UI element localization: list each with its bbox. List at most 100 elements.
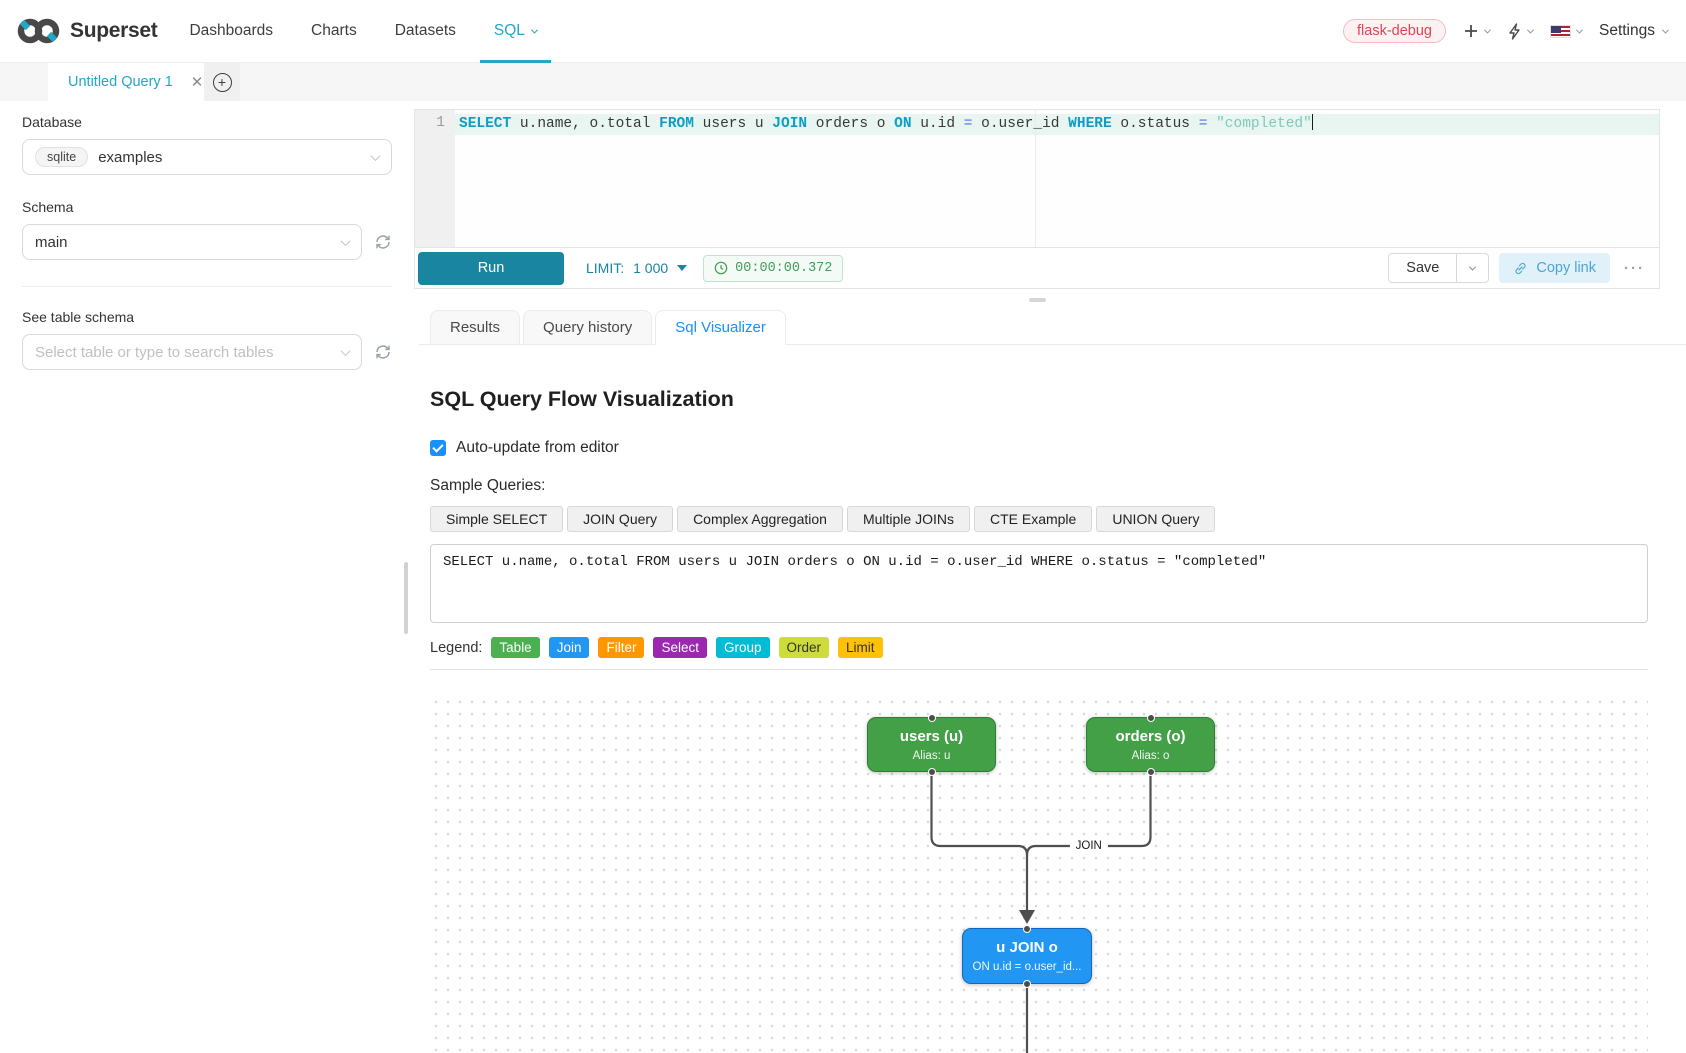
sqllab-sidebar: Database sqlite examples Schema main <box>0 102 410 1034</box>
language-picker[interactable] <box>1550 25 1582 38</box>
caret-down-icon <box>677 265 687 271</box>
limit-value: 1 000 <box>633 260 668 276</box>
code-line: SELECT u.name, o.total FROM users u JOIN… <box>459 114 1313 135</box>
new-query-tab-button[interactable]: + <box>204 63 240 101</box>
sql-token: SELECT <box>459 116 511 132</box>
nav-item-sql[interactable]: SQL <box>480 0 551 63</box>
database-select[interactable]: sqlite examples <box>22 139 392 175</box>
refresh-tables-button[interactable] <box>374 343 392 361</box>
table-select-placeholder: Select table or type to search tables <box>35 344 273 361</box>
pane-resize-handle[interactable] <box>1029 298 1046 302</box>
database-label: Database <box>22 114 392 130</box>
flow-node-table[interactable]: orders (o)Alias: o <box>1086 717 1215 772</box>
workarea: 1 SELECT u.name, o.total FROM users u JO… <box>410 102 1686 1034</box>
sample-query-button[interactable]: Simple SELECT <box>430 506 563 532</box>
node-title: u JOIN o <box>963 939 1091 956</box>
copy-link-button[interactable]: Copy link <box>1499 253 1610 283</box>
node-title: orders (o) <box>1087 728 1214 745</box>
tab-sql-visualizer[interactable]: Sql Visualizer <box>655 310 786 345</box>
sample-query-button[interactable]: UNION Query <box>1096 506 1215 532</box>
legend-badge: Select <box>653 637 707 658</box>
new-item-button[interactable] <box>1463 23 1490 39</box>
sample-query-button[interactable]: Complex Aggregation <box>677 506 843 532</box>
query-tab-active[interactable]: Untitled Query 1 ✕ <box>48 63 204 101</box>
run-button[interactable]: Run <box>418 252 564 285</box>
plus-circle-icon: + <box>213 73 232 92</box>
auto-update-label: Auto-update from editor <box>456 439 619 457</box>
sql-token <box>1207 116 1216 132</box>
nav-item-label: Dashboards <box>189 22 273 40</box>
nav-item-label: Datasets <box>395 22 456 40</box>
sql-token: u.id <box>912 116 964 132</box>
node-handle[interactable] <box>1147 714 1155 722</box>
flow-edge <box>932 772 1028 910</box>
tab-query-history[interactable]: Query history <box>523 310 652 345</box>
arrowhead-icon <box>1019 910 1035 924</box>
settings-label: Settings <box>1599 22 1655 40</box>
sample-queries-label: Sample Queries: <box>430 477 1648 495</box>
nav-item-label: SQL <box>494 22 525 40</box>
query-tabstrip: Untitled Query 1 ✕ + <box>0 63 1686 101</box>
auto-update-checkbox[interactable] <box>430 440 446 456</box>
clock-icon <box>714 261 728 275</box>
sql-token: WHERE <box>1068 116 1112 132</box>
settings-menu[interactable]: Settings <box>1599 22 1668 40</box>
sample-query-button[interactable]: JOIN Query <box>567 506 673 532</box>
save-dropdown-button[interactable] <box>1457 253 1489 283</box>
editor-toolbar: Run LIMIT: 1 000 00:00:00.372 Save <box>415 247 1659 288</box>
sql-editor[interactable]: 1 SELECT u.name, o.total FROM users u JO… <box>415 110 1659 247</box>
main-split: Database sqlite examples Schema main <box>0 102 1686 1034</box>
divider <box>430 669 1648 670</box>
limit-label: LIMIT: <box>586 260 624 276</box>
node-handle[interactable] <box>1023 925 1031 933</box>
chevron-down-icon <box>371 151 381 161</box>
sidebar-resize-handle[interactable] <box>404 562 408 634</box>
page-title: SQL Query Flow Visualization <box>430 387 1648 412</box>
sql-token: "completed" <box>1216 116 1312 132</box>
schema-select[interactable]: main <box>22 224 362 260</box>
limit-dropdown[interactable]: LIMIT: 1 000 <box>586 260 687 276</box>
sql-token: ON <box>894 116 911 132</box>
sample-query-button[interactable]: CTE Example <box>974 506 1092 532</box>
nav-item-label: Charts <box>311 22 357 40</box>
database-value: examples <box>98 149 162 166</box>
sql-token: JOIN <box>772 116 807 132</box>
plus-icon <box>1463 23 1479 39</box>
node-title: users (u) <box>868 728 995 745</box>
copy-link-label: Copy link <box>1536 260 1596 276</box>
query-input[interactable]: SELECT u.name, o.total FROM users u JOIN… <box>430 544 1648 623</box>
node-handle[interactable] <box>1023 980 1031 988</box>
chevron-down-icon <box>1484 26 1491 33</box>
chevron-down-icon <box>1662 26 1669 33</box>
node-subtitle: Alias: u <box>868 750 995 762</box>
nav-item-datasets[interactable]: Datasets <box>381 0 470 63</box>
sample-query-button[interactable]: Multiple JOINs <box>847 506 970 532</box>
table-schema-label: See table schema <box>22 309 392 325</box>
chevron-down-icon <box>531 26 538 33</box>
navbar-right: flask-debug Settings <box>1343 19 1668 43</box>
more-options-button[interactable]: ··· <box>1620 260 1649 277</box>
refresh-schemas-button[interactable] <box>374 233 392 251</box>
superset-logo-icon <box>16 16 62 46</box>
sql-visualizer-pane: SQL Query Flow Visualization Auto-update… <box>410 387 1686 1053</box>
legend-badge: Order <box>779 637 830 658</box>
close-tab-icon[interactable]: ✕ <box>191 73 204 91</box>
superset-brand[interactable]: Superset <box>16 16 157 46</box>
node-handle[interactable] <box>1147 768 1155 776</box>
flow-node-table[interactable]: users (u) Alias: u <box>867 717 996 772</box>
nav-item-charts[interactable]: Charts <box>297 0 371 63</box>
sql-token: o.user_id <box>972 116 1068 132</box>
query-tab-label: Untitled Query 1 <box>68 74 173 90</box>
save-button[interactable]: Save <box>1388 253 1457 283</box>
query-search-button[interactable] <box>1507 23 1533 40</box>
tab-results[interactable]: Results <box>430 310 520 345</box>
table-select[interactable]: Select table or type to search tables <box>22 334 362 370</box>
legend-badge: Table <box>491 637 539 658</box>
node-handle[interactable] <box>928 714 936 722</box>
node-handle[interactable] <box>928 768 936 776</box>
nav-item-dashboards[interactable]: Dashboards <box>175 0 287 63</box>
